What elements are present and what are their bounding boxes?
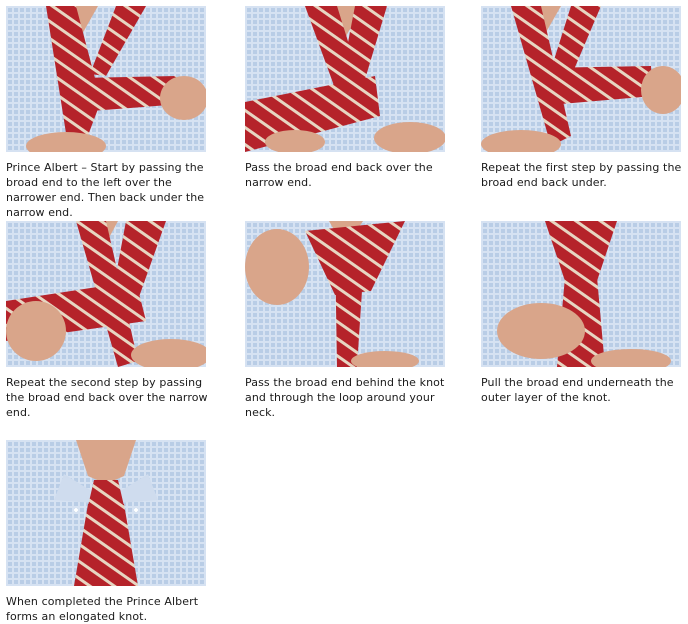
step-2-caption: Pass the broad end back over the narrow … <box>245 161 433 189</box>
step-6-caption: Pull the broad end underneath the outer … <box>481 376 674 404</box>
step-7: When completed the Prince Albert forms a… <box>6 440 214 624</box>
step-3: Repeat the first step by passing the bro… <box>481 6 688 190</box>
step-3-caption: Repeat the first step by passing the bro… <box>481 161 682 189</box>
step-7-caption: When completed the Prince Albert forms a… <box>6 595 199 623</box>
step-5-caption: Pass the broad end behind the knot and t… <box>245 376 445 419</box>
step-5: Pass the broad end behind the knot and t… <box>245 221 453 420</box>
step-5-photo <box>245 221 445 367</box>
step-6: Pull the broad end underneath the outer … <box>481 221 688 405</box>
step-3-photo <box>481 6 681 152</box>
step-4: Repeat the second step by passing the br… <box>6 221 214 420</box>
step-2-photo <box>245 6 445 152</box>
step-4-caption: Repeat the second step by passing the br… <box>6 376 208 419</box>
step-7-photo <box>6 440 206 586</box>
step-1-caption: Prince Albert – Start by passing the bro… <box>6 161 205 219</box>
step-4-photo <box>6 221 206 367</box>
step-1-photo <box>6 6 206 152</box>
step-1: Prince Albert – Start by passing the bro… <box>6 6 214 220</box>
step-6-photo <box>481 221 681 367</box>
step-2: Pass the broad end back over the narrow … <box>245 6 453 190</box>
